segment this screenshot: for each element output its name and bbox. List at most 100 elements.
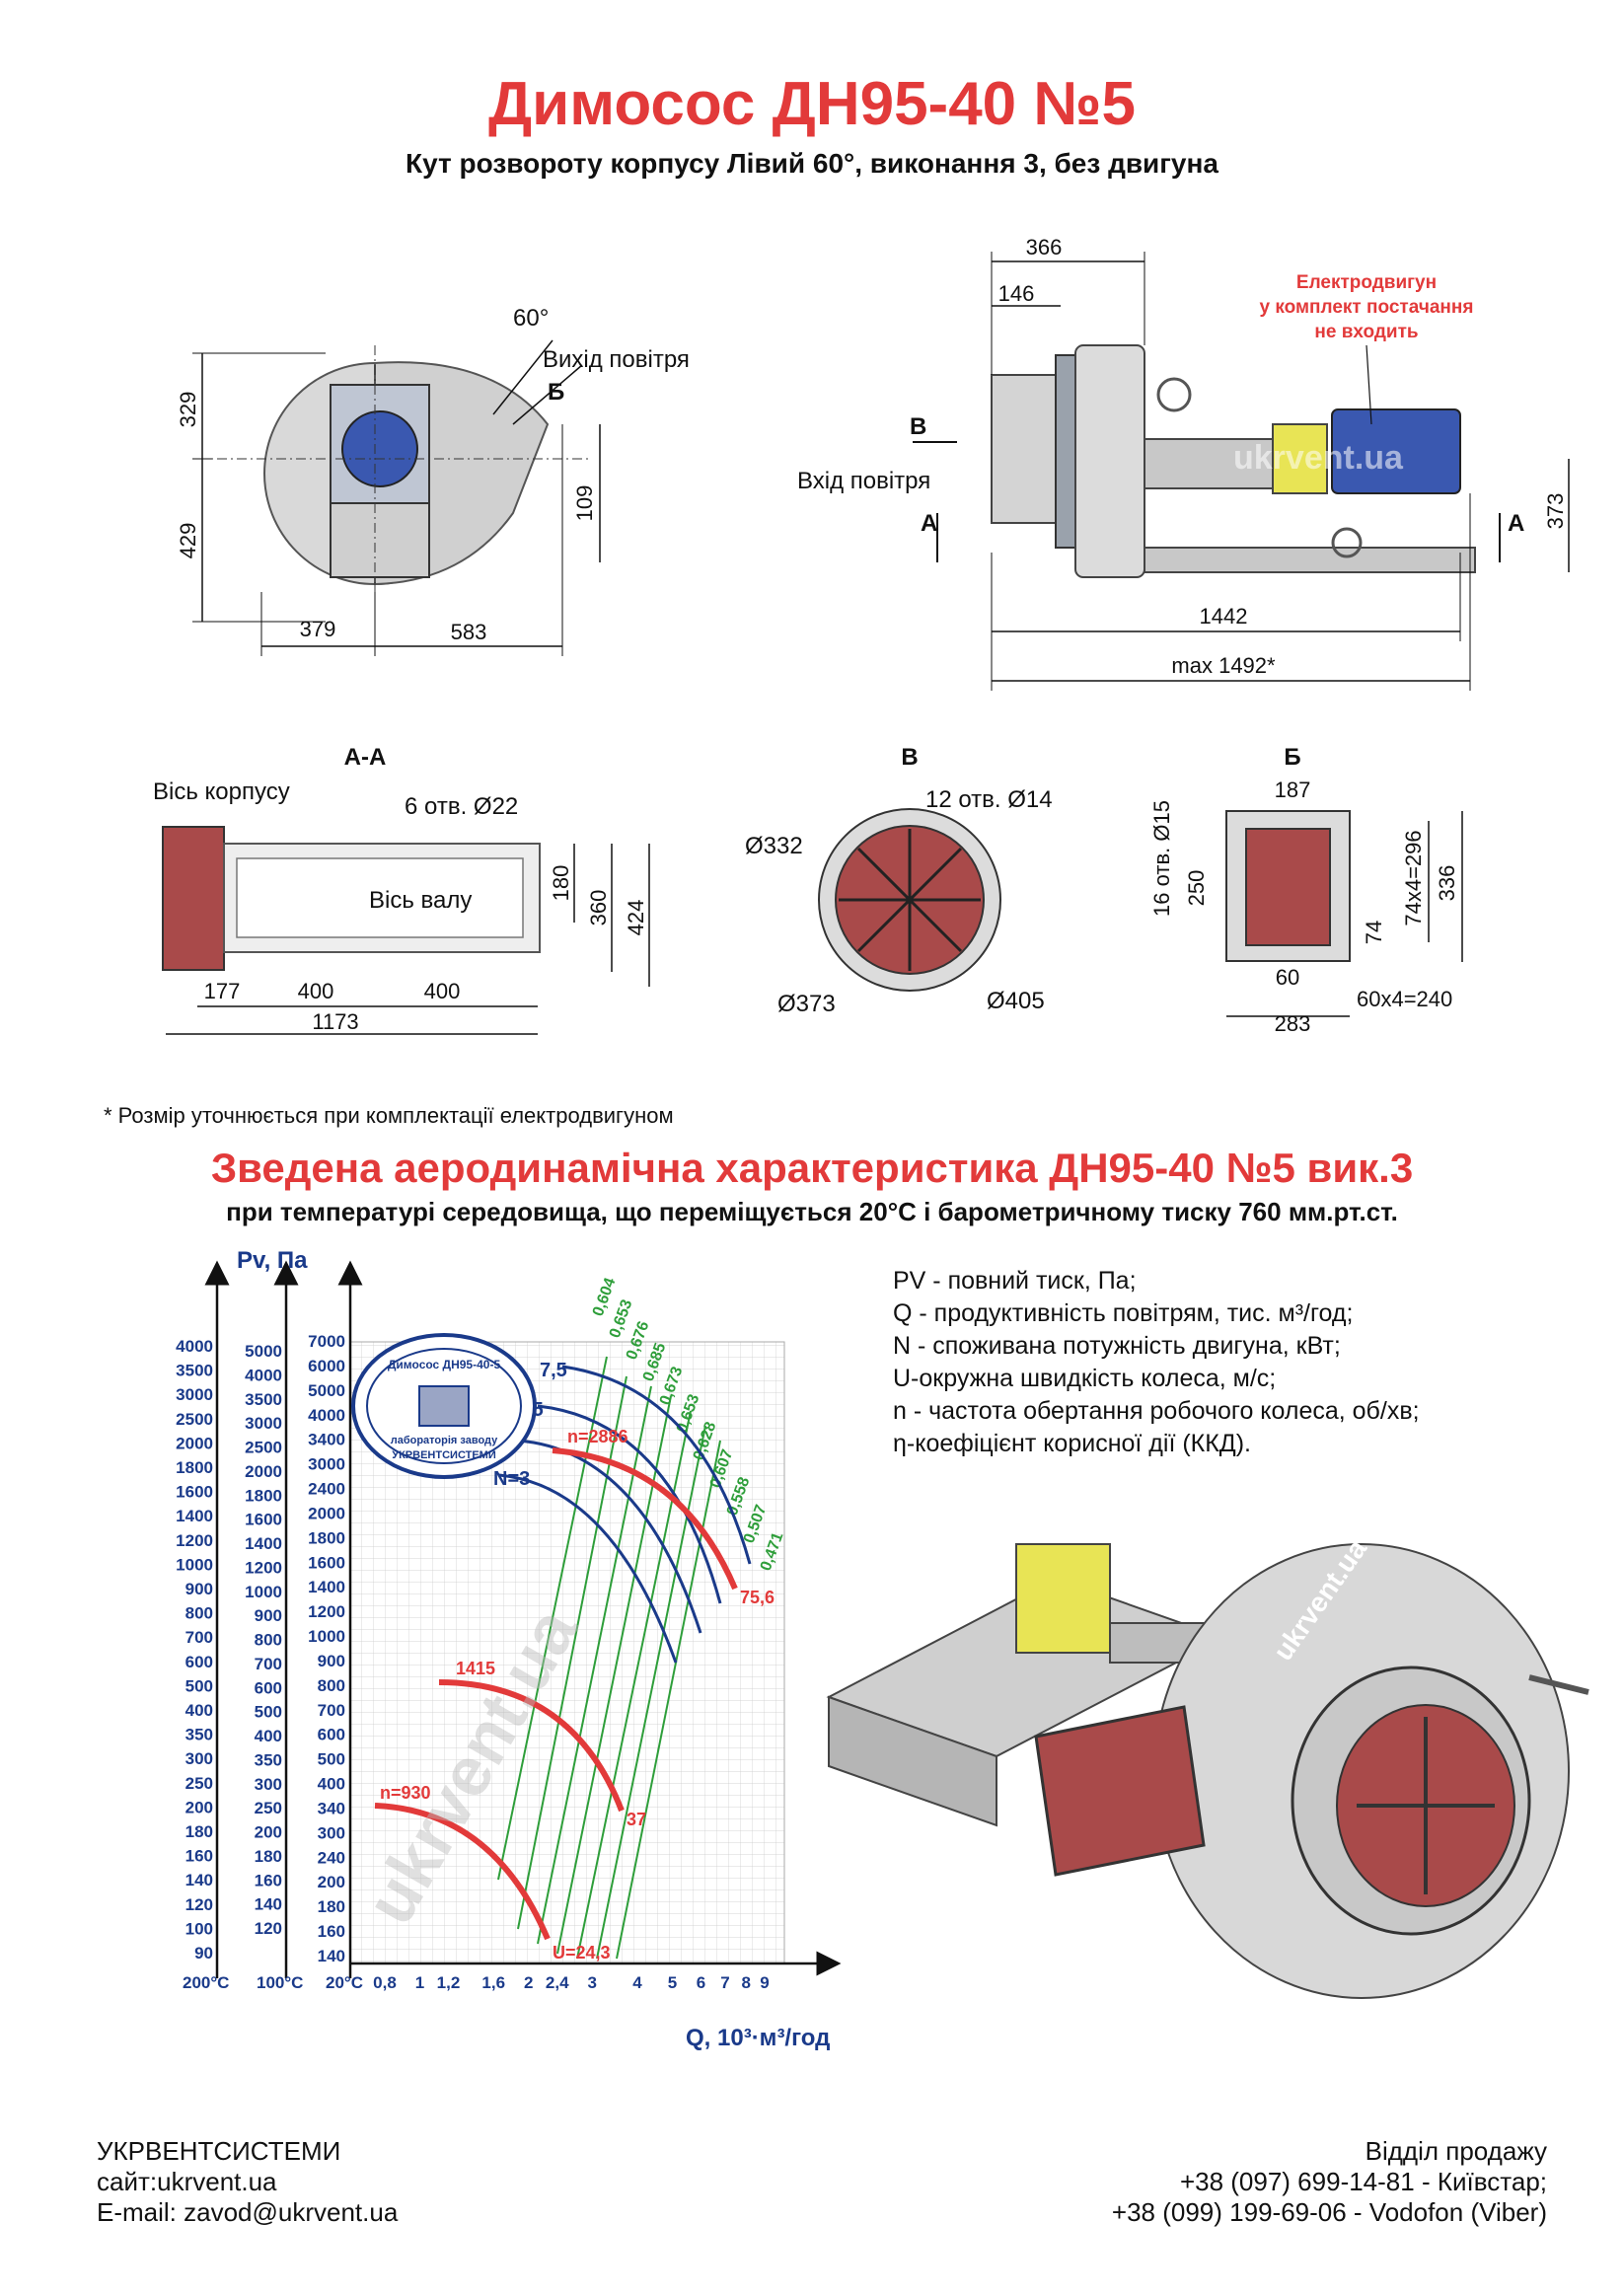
y-tick-label: 140 bbox=[255, 1895, 282, 1914]
y-tick-label: 200 bbox=[318, 1873, 345, 1891]
dim-187: 187 bbox=[1275, 778, 1311, 802]
x-tick-label: 0,8 bbox=[373, 1973, 397, 1992]
y-tick-label: 400 bbox=[255, 1727, 282, 1745]
page-subtitle: Кут розвороту корпусу Лівий 60°, виконан… bbox=[406, 148, 1218, 179]
legend-item: U-окружна швидкість колеса, м/с; bbox=[893, 1365, 1277, 1392]
power-curves bbox=[497, 1365, 752, 1664]
lab-stamp: Димосос ДН95-40-5 лабораторія заводу УКР… bbox=[351, 1333, 537, 1479]
phone-vodafone[interactable]: +38 (099) 199-69-06 - Vodofon (Viber) bbox=[1111, 2197, 1547, 2227]
series-end-label: 75,6 bbox=[740, 1588, 775, 1607]
curve-n930 bbox=[374, 1803, 551, 1941]
power-label: N=3 bbox=[493, 1468, 530, 1490]
y-tick-label: 800 bbox=[185, 1604, 213, 1623]
y-tick-label: 700 bbox=[185, 1628, 213, 1647]
y-tick-label: 600 bbox=[185, 1653, 213, 1671]
dim-379: 379 bbox=[300, 617, 336, 641]
temp-label: 20°С bbox=[326, 1973, 363, 1992]
dim-429: 429 bbox=[176, 523, 200, 559]
dim-180: 180 bbox=[549, 865, 573, 902]
motor-face bbox=[341, 410, 418, 487]
x-tick-label: 1,6 bbox=[481, 1973, 505, 1992]
y-ticks-200: 4000350030002500200018001600140012001000… bbox=[176, 1337, 213, 1963]
y-tick-label: 3000 bbox=[176, 1385, 213, 1404]
y-tick-label: 1200 bbox=[308, 1602, 345, 1621]
y-tick-label: 300 bbox=[185, 1749, 213, 1768]
y-tick-label: 700 bbox=[255, 1655, 282, 1673]
fan-icon bbox=[418, 1385, 470, 1427]
shaft-end bbox=[1528, 1674, 1589, 1695]
y-tick-label: 1000 bbox=[176, 1555, 213, 1574]
side-view: ukrvent.ua Електродвигун у комплект пост… bbox=[797, 235, 1570, 691]
chart-subtitle: при температурі середовища, що переміщує… bbox=[226, 1197, 1398, 1226]
series-label: 1415 bbox=[456, 1659, 495, 1678]
y-tick-label: 200 bbox=[185, 1798, 213, 1816]
power-curve-7-5 bbox=[561, 1365, 752, 1565]
outlet-flange-section bbox=[162, 826, 225, 971]
efficiency-ray bbox=[576, 1410, 692, 1960]
phone-kyivstar[interactable]: +38 (097) 699-14-81 - Київстар; bbox=[1179, 2167, 1547, 2196]
y-tick-label: 1200 bbox=[245, 1558, 282, 1577]
y-tick-label: 1400 bbox=[176, 1507, 213, 1525]
y-ticks-20: 7000600050004000340030002400200018001600… bbox=[308, 1332, 345, 1965]
y-tick-label: 1600 bbox=[176, 1483, 213, 1502]
y-tick-label: 3000 bbox=[308, 1455, 345, 1474]
section-aa: А-А Вісь корпусу 6 отв. Ø22 Вісь валу 18… bbox=[153, 744, 650, 1035]
y-tick-label: 2000 bbox=[245, 1462, 282, 1481]
legend-item: PV - повний тиск, Па; bbox=[893, 1267, 1137, 1295]
angle-label: 60° bbox=[513, 305, 549, 332]
series-end-label: 37 bbox=[627, 1810, 646, 1829]
dim-296: 74x4=296 bbox=[1401, 830, 1426, 926]
y-tick-label: 250 bbox=[255, 1799, 282, 1817]
y-tick-label: 2000 bbox=[176, 1434, 213, 1452]
company-email[interactable]: E-mail: zavod@ukrvent.ua bbox=[97, 2197, 399, 2227]
company-site[interactable]: сайт:ukrvent.ua bbox=[97, 2167, 277, 2196]
legend-item: N - споживана потужність двигуна, кВт; bbox=[893, 1332, 1341, 1360]
x-tick-label: 2,4 bbox=[546, 1973, 569, 1992]
stamp-top: Димосос ДН95-40-5 bbox=[388, 1358, 501, 1371]
y-tick-label: 500 bbox=[318, 1750, 345, 1769]
y-tick-label: 6000 bbox=[308, 1357, 345, 1375]
inlet-label: Вхід повітря bbox=[797, 468, 930, 494]
dim-240: 60x4=240 bbox=[1357, 987, 1452, 1011]
section-v-marker: В bbox=[910, 413, 926, 440]
y-tick-label: 4000 bbox=[308, 1406, 345, 1425]
dim-283: 283 bbox=[1275, 1011, 1311, 1036]
x-tick-label: 7 bbox=[720, 1973, 729, 1992]
y-tick-label: 900 bbox=[255, 1606, 282, 1625]
dim-583: 583 bbox=[451, 620, 487, 644]
outlet-label: Вихід повітря bbox=[543, 346, 690, 373]
shaft-label: Вісь валу bbox=[369, 887, 472, 914]
series-label: n=2886 bbox=[567, 1427, 628, 1446]
y-tick-label: 160 bbox=[255, 1871, 282, 1889]
y-tick-label: 3000 bbox=[245, 1414, 282, 1433]
dim-250: 250 bbox=[1184, 870, 1209, 907]
y-tick-label: 180 bbox=[255, 1847, 282, 1866]
x-tick-label: 4 bbox=[632, 1973, 642, 1992]
y-tick-label: 340 bbox=[318, 1799, 345, 1817]
y-tick-label: 350 bbox=[185, 1726, 213, 1744]
dim-1442: 1442 bbox=[1200, 604, 1248, 629]
support-frame bbox=[330, 502, 430, 578]
y-tick-label: 140 bbox=[318, 1947, 345, 1965]
front-view: 329 429 379 583 109 60° Вихід повітря Б bbox=[176, 305, 690, 656]
y-tick-label: 1000 bbox=[245, 1583, 282, 1601]
stamp-bottom-1: лабораторія заводу bbox=[391, 1435, 498, 1446]
dim-400-a: 400 bbox=[298, 979, 334, 1003]
dim-373: 373 bbox=[1543, 493, 1568, 530]
y-tick-label: 900 bbox=[318, 1652, 345, 1670]
dim-60: 60 bbox=[1276, 965, 1299, 990]
impeller-housing bbox=[1074, 344, 1145, 578]
power-label: 7,5 bbox=[540, 1360, 567, 1381]
y-tick-label: 800 bbox=[318, 1676, 345, 1695]
y-tick-label: 2400 bbox=[308, 1480, 345, 1499]
section-a-right: А bbox=[1508, 510, 1524, 537]
y-tick-label: 600 bbox=[318, 1726, 345, 1744]
y-tick-label: 250 bbox=[185, 1774, 213, 1793]
company-name: УКРВЕНТСИСТЕМИ bbox=[97, 2136, 341, 2166]
stamp-bottom-2: УКРВЕНТСИСТЕМИ bbox=[392, 1449, 496, 1461]
y-tick-label: 1400 bbox=[308, 1578, 345, 1596]
dim-177: 177 bbox=[204, 979, 241, 1003]
chart-title: Зведена аеродинамічна характеристика ДН9… bbox=[210, 1145, 1414, 1191]
motor-note-2: у комплект постачання bbox=[1260, 297, 1474, 318]
